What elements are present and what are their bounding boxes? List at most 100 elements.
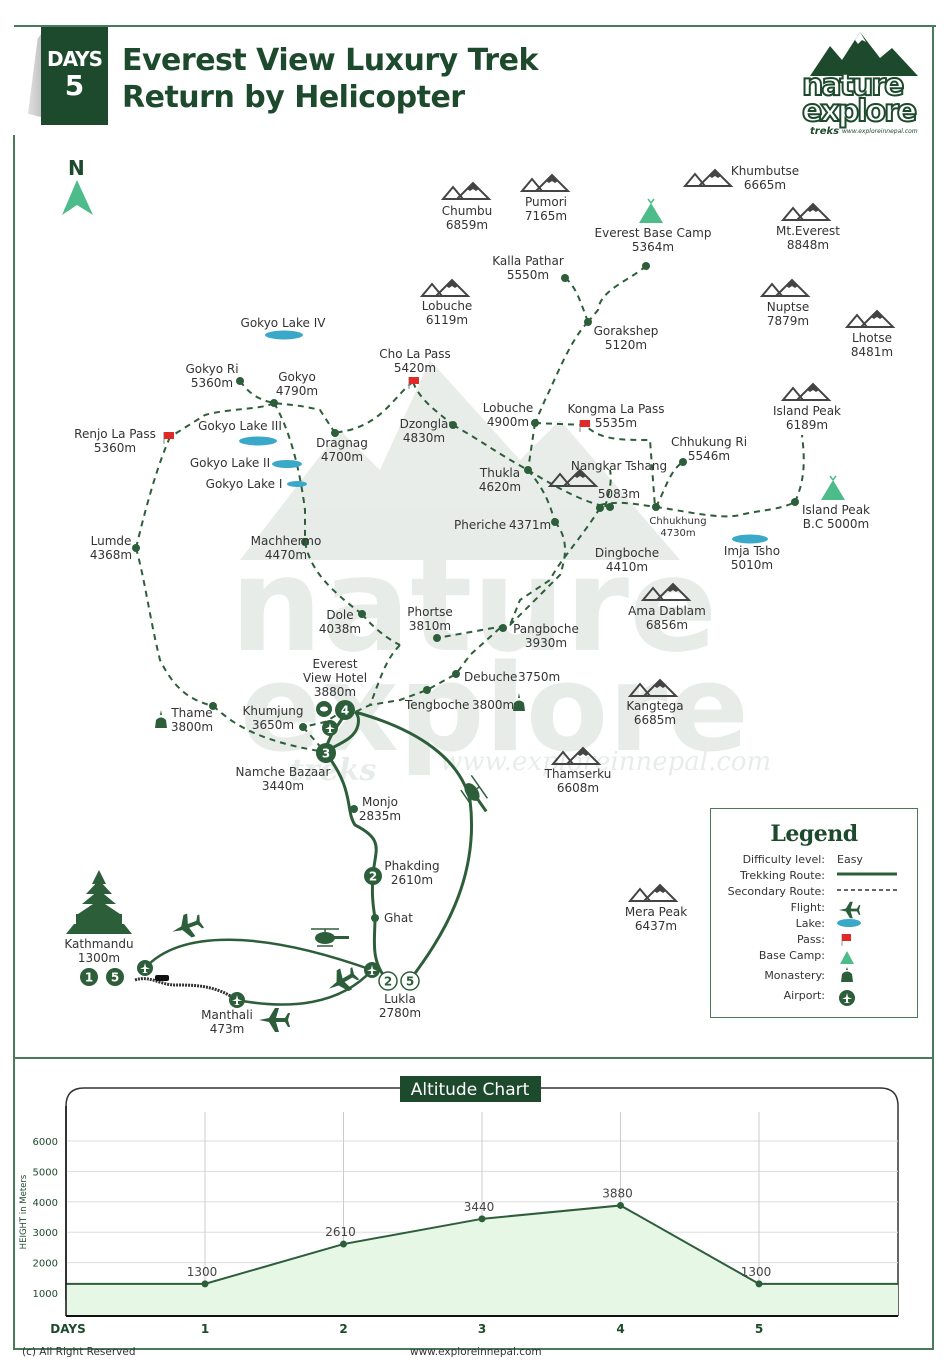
mountain-everest: Mt.Everest 8848m	[776, 203, 840, 252]
place-alt: 5546m	[688, 449, 730, 463]
x-tick-label: 2	[339, 1322, 347, 1336]
legend-title: Legend	[770, 821, 858, 847]
place-alt: 4410m	[606, 560, 648, 574]
waypoint-dot	[449, 421, 457, 429]
place-alt: B.C 5000m	[803, 517, 869, 531]
mountain-khumbutse: Khumbutse 6665m	[684, 164, 799, 192]
y-tick-label: 3000	[33, 1228, 58, 1239]
mountain-alt: 6859m	[446, 218, 488, 232]
lake-icon	[732, 534, 768, 544]
place-alt: 4700m	[321, 450, 363, 464]
waypoint-dot	[358, 610, 366, 618]
waypoint-dot	[531, 419, 539, 427]
place-name: Kalla Pathar	[492, 254, 564, 268]
mountain-alt: 7879m	[767, 314, 809, 328]
data-label: 3440	[464, 1200, 495, 1214]
footer-url[interactable]: www.exploreinnepal.com	[410, 1346, 542, 1358]
mountain-name: Pumori	[525, 195, 567, 209]
legend-key: Monastery:	[764, 969, 825, 982]
day-marker-kathmandu-5: 5	[111, 971, 119, 985]
waypoint-dot	[132, 544, 140, 552]
place-alt: 4368m	[90, 548, 132, 562]
place-alt: 3800m	[472, 698, 514, 712]
data-point	[201, 1280, 209, 1288]
logo-text-treks: treks	[810, 126, 840, 137]
mountain-icon	[421, 279, 469, 297]
mountain-chumbu: Chumbu 6859m	[442, 182, 493, 232]
legend-row-base-camp: Base Camp:	[711, 949, 917, 965]
waypoint-dot	[584, 318, 592, 326]
mountain-alt: 6665m	[744, 178, 786, 192]
chart-title-box	[400, 1076, 541, 1102]
days-badge: DAYS 5	[41, 27, 108, 125]
legend-key: Flight:	[790, 901, 825, 914]
mountain-kangtega: Kangtega 6685m	[626, 679, 684, 727]
mountain-name: Chumbu	[442, 204, 493, 218]
day-markers: 1 5 2 3 4 2 5	[80, 700, 420, 991]
place-alt: 1300m	[78, 951, 120, 965]
mountain-name: Kangtega	[626, 699, 683, 713]
pass-flag-icon	[163, 431, 175, 445]
place-name: Kathmandu	[64, 937, 133, 951]
mountain-icon	[629, 884, 677, 902]
frame-border-right	[932, 25, 934, 1350]
place-name: Renjo La Pass	[74, 427, 156, 441]
x-tick-label: 1	[201, 1322, 209, 1336]
place-name: Manthali	[201, 1008, 253, 1022]
pass-flag-icon	[579, 419, 591, 433]
waypoint-dot	[236, 377, 244, 385]
place-name: Gokyo	[278, 370, 316, 384]
place-alt: 5535m	[595, 416, 637, 430]
waypoint-dot	[791, 498, 799, 506]
place-name: Dingboche	[595, 546, 659, 560]
place-name: Machhermo	[251, 534, 322, 548]
data-label: 2610	[325, 1225, 356, 1239]
place-name: Everest	[312, 657, 357, 671]
place-name: Khumjung	[243, 704, 304, 718]
data-point	[340, 1240, 347, 1248]
day-marker-hotel: 4	[341, 704, 349, 718]
monastery-icon	[155, 710, 167, 728]
trek-map: nature explore treks www.exploreinnepal.…	[62, 156, 894, 1036]
place-name: Lobuche	[483, 401, 534, 415]
plane-icon	[259, 1008, 290, 1032]
mountain-name: Khumbutse	[731, 164, 799, 178]
legend-row-monastery: Monastery:	[711, 965, 917, 989]
mountains: Chumbu 6859m Pumori 7165m Khumbutse 6665…	[421, 164, 894, 933]
car-icon	[155, 975, 169, 981]
mountain-alt: 6685m	[634, 713, 676, 727]
place-labels: Everest Base Camp 5364m Kalla Pathar 555…	[64, 226, 870, 1036]
waypoint-dot	[642, 262, 650, 270]
lake-icon	[272, 460, 302, 468]
mountain-alt: 6856m	[646, 618, 688, 632]
watermark-nature: nature	[230, 529, 717, 681]
place-name: Thame	[170, 706, 212, 720]
mountain-ama-dablam: Ama Dablam 6856m	[628, 583, 706, 632]
place-alt: 3440m	[262, 779, 304, 793]
place-alt: 4730m	[660, 528, 695, 539]
legend-key: Trekking Route:	[739, 869, 825, 882]
mountain-icon	[761, 279, 809, 297]
mountain-icon	[782, 203, 830, 221]
place-alt: 5420m	[394, 361, 436, 375]
helicopter-icon	[310, 928, 350, 947]
x-tick-label: 3	[478, 1322, 486, 1336]
base-camp-icon	[638, 198, 664, 224]
place-name: Dole	[326, 608, 353, 622]
place-name: Gokyo Lake I	[206, 477, 283, 491]
place-name: Lukla	[384, 992, 416, 1006]
mountain-name: Mera Peak	[625, 905, 687, 919]
place-name: Gokyo Lake IV	[241, 316, 327, 330]
mountain-name: Lhotse	[852, 331, 892, 345]
plane-icon	[168, 909, 206, 943]
place-alt: 5360m	[94, 441, 136, 455]
waypoint-dot	[452, 670, 460, 678]
tent-icon	[837, 949, 855, 968]
place-alt: 3810m	[409, 619, 451, 633]
mountain-alt: 5083m	[598, 487, 640, 501]
data-label: 3880	[602, 1186, 633, 1200]
place-name: Gokyo Lake III	[198, 419, 282, 433]
mountain-alt: 6119m	[426, 313, 468, 327]
logo-mountains-icon	[810, 32, 918, 76]
